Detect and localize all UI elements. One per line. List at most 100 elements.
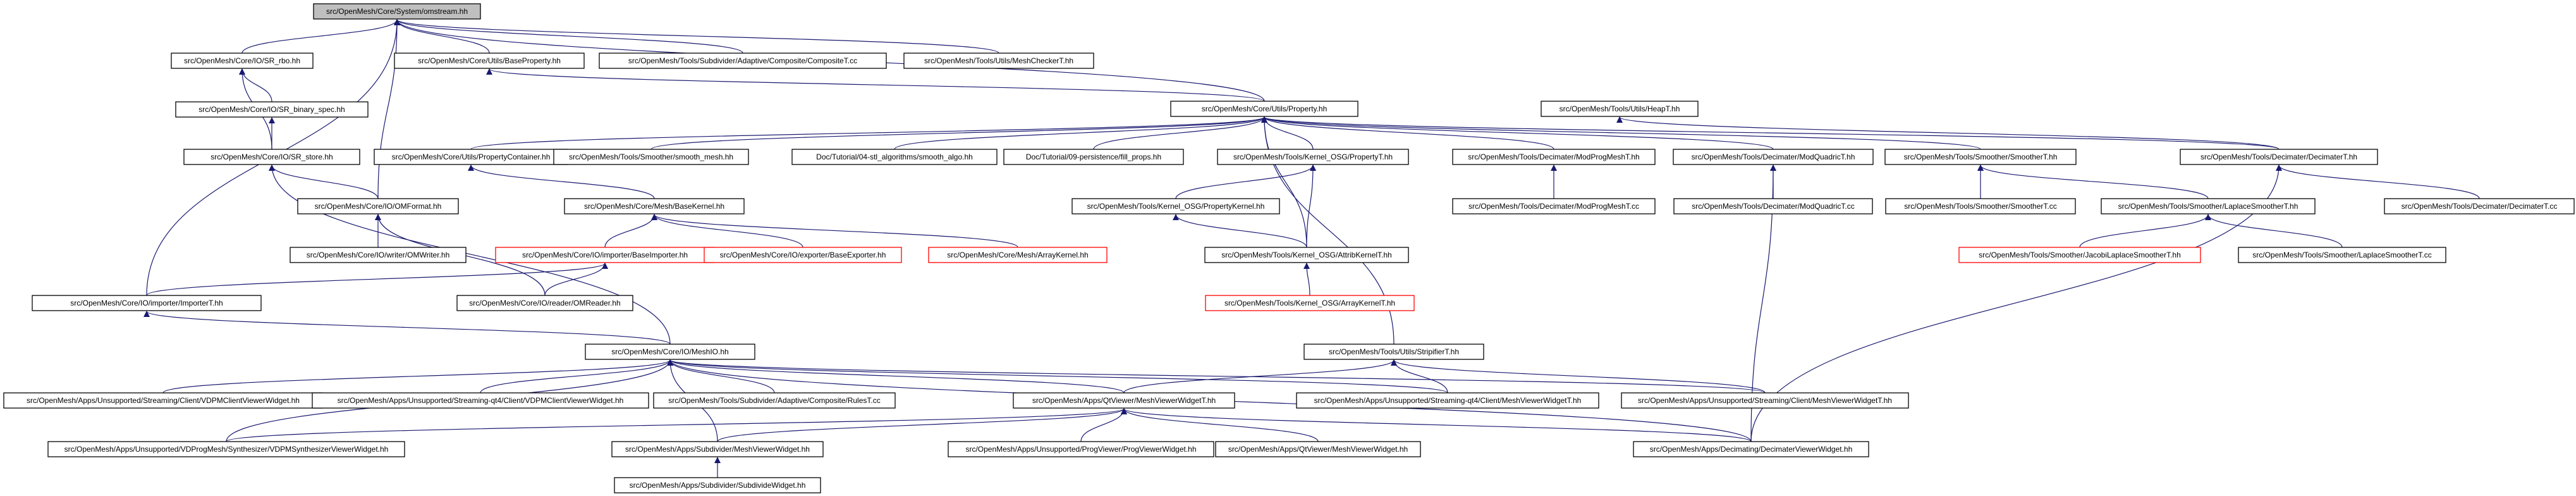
node-src-openmesh-core-io-exporter-baseexporter-hh[interactable]: src/OpenMesh/Core/IO/exporter/BaseExport… — [704, 247, 902, 263]
node-src-openmesh-core-io-omformat-hh[interactable]: src/OpenMesh/Core/IO/OMFormat.hh — [297, 198, 459, 214]
node-src-openmesh-apps-unsupported-streaming-client-meshviewerwidgett-hh[interactable]: src/OpenMesh/Apps/Unsupported/Streaming/… — [1621, 392, 1909, 409]
node-src-openmesh-core-io-sr-store-hh[interactable]: src/OpenMesh/Core/IO/SR_store.hh — [183, 149, 360, 165]
edge-client_meshviewer-to-meshio — [667, 359, 1766, 394]
node-src-openmesh-core-mesh-arraykernel-hh[interactable]: src/OpenMesh/Core/Mesh/ArrayKernel.hh — [928, 247, 1108, 263]
edge-osg_propkernel-to-osg_propertyt — [1175, 164, 1316, 199]
node-label: src/OpenMesh/Apps/QtViewer/MeshViewerWid… — [1032, 396, 1216, 405]
node-src-openmesh-tools-smoother-smoothert-cc[interactable]: src/OpenMesh/Tools/Smoother/SmootherT.cc — [1885, 198, 2076, 214]
node-label: src/OpenMesh/Tools/Decimater/ModProgMesh… — [1468, 152, 1639, 161]
node-src-openmesh-core-io-importer-importert-hh[interactable]: src/OpenMesh/Core/IO/importer/ImporterT.… — [32, 295, 262, 311]
node-label: src/OpenMesh/Tools/Subdivider/Adaptive/C… — [668, 396, 880, 405]
node-src-openmesh-tools-decimater-modprogmesht-cc[interactable]: src/OpenMesh/Tools/Decimater/ModProgMesh… — [1452, 198, 1656, 214]
edge-smoothert-to-property — [1261, 116, 1981, 150]
node-label: src/OpenMesh/Tools/Smoother/SmootherT.cc — [1904, 202, 2056, 211]
node-src-openmesh-apps-unsupported-streaming-qt4-client-vdpmclientviewerwidget-hh[interactable]: src/OpenMesh/Apps/Unsupported/Streaming-… — [312, 392, 649, 409]
node-box — [1621, 392, 1909, 409]
node-box — [1205, 295, 1415, 311]
edge-decimating_viewer-to-modquadric — [1750, 164, 1776, 442]
node-src-openmesh-tools-decimater-modquadrict-cc[interactable]: src/OpenMesh/Tools/Decimater/ModQuadricT… — [1673, 198, 1873, 214]
node-src-openmesh-tools-smoother-laplacesmoothert-hh[interactable]: src/OpenMesh/Tools/Smoother/LaplaceSmoot… — [2101, 198, 2316, 214]
node-box — [1204, 247, 1409, 263]
node-label: src/OpenMesh/Tools/Kernel_OSG/PropertyT.… — [1233, 152, 1393, 161]
node-box — [585, 344, 755, 360]
node-src-openmesh-core-utils-propertycontainer-hh[interactable]: src/OpenMesh/Core/Utils/PropertyContaine… — [374, 149, 568, 165]
node-doc-tutorial-09-persistence-fill-props-hh[interactable]: Doc/Tutorial/09-persistence/fill_props.h… — [1003, 149, 1184, 165]
edge-meshio-to-importert — [143, 311, 671, 345]
node-src-openmesh-apps-qtviewer-meshviewerwidgett-hh[interactable]: src/OpenMesh/Apps/QtViewer/MeshViewerWid… — [1013, 392, 1235, 409]
node-src-openmesh-tools-decimater-decimatert-cc[interactable]: src/OpenMesh/Tools/Decimater/DecimaterT.… — [2384, 198, 2575, 214]
edge-decimatert-to-heapt — [1616, 116, 2280, 150]
node-src-openmesh-tools-decimater-modquadrict-hh[interactable]: src/OpenMesh/Tools/Decimater/ModQuadricT… — [1673, 149, 1874, 165]
node-src-openmesh-apps-unsupported-progviewer-progviewerwidget-hh[interactable]: src/OpenMesh/Apps/Unsupported/ProgViewer… — [948, 441, 1214, 457]
node-src-openmesh-tools-decimater-modprogmesht-hh[interactable]: src/OpenMesh/Tools/Decimater/ModProgMesh… — [1452, 149, 1656, 165]
node-label: src/OpenMesh/Core/IO/importer/ImporterT.… — [70, 299, 223, 307]
node-src-openmesh-tools-utils-meshcheckert-hh[interactable]: src/OpenMesh/Tools/Utils/MeshCheckerT.hh — [903, 53, 1094, 69]
node-src-openmesh-tools-kernel-osg-propertykernel-hh[interactable]: src/OpenMesh/Tools/Kernel_OSG/PropertyKe… — [1071, 198, 1280, 214]
node-src-openmesh-apps-qtviewer-meshviewerwidget-hh[interactable]: src/OpenMesh/Apps/QtViewer/MeshViewerWid… — [1215, 441, 1421, 457]
node-src-openmesh-core-utils-baseproperty-hh[interactable]: src/OpenMesh/Core/Utils/BaseProperty.hh — [394, 53, 585, 69]
node-box — [1885, 198, 2076, 214]
edge-modquadric-to-property — [1261, 116, 1774, 150]
edge-omreader-to-baseimporter — [544, 263, 608, 296]
node-box — [297, 198, 459, 214]
node-box — [599, 53, 887, 69]
node-box — [183, 149, 360, 165]
node-box — [1170, 101, 1358, 117]
node-src-openmesh-apps-unsupported-vdprogmesh-synthesizer-vdpmsynthesizerviewerwidget-hh[interactable]: src/OpenMesh/Apps/Unsupported/VDProgMesh… — [47, 441, 405, 457]
node-src-openmesh-core-io-importer-baseimporter-hh[interactable]: src/OpenMesh/Core/IO/importer/BaseImport… — [495, 247, 715, 263]
node-box — [704, 247, 902, 263]
node-src-openmesh-apps-subdivider-subdividewidget-hh[interactable]: src/OpenMesh/Apps/Subdivider/SubdivideWi… — [614, 477, 821, 493]
node-box — [564, 198, 745, 214]
node-src-openmesh-tools-smoother-jacobilaplacesmoothert-hh[interactable]: src/OpenMesh/Tools/Smoother/JacobiLaplac… — [1958, 247, 2201, 263]
node-box — [1452, 149, 1656, 165]
node-src-openmesh-core-utils-property-hh[interactable]: src/OpenMesh/Core/Utils/Property.hh — [1170, 101, 1358, 117]
node-label: src/OpenMesh/Core/Mesh/ArrayKernel.hh — [947, 251, 1088, 259]
node-src-openmesh-core-mesh-basekernel-hh[interactable]: src/OpenMesh/Core/Mesh/BaseKernel.hh — [564, 198, 745, 214]
node-doc-tutorial-04-stl-algorithms-smooth-algo-hh[interactable]: Doc/Tutorial/04-stl_algorithms/smooth_al… — [791, 149, 998, 165]
node-src-openmesh-tools-kernel-osg-arraykernelt-hh[interactable]: src/OpenMesh/Tools/Kernel_OSG/ArrayKerne… — [1205, 295, 1415, 311]
node-box — [394, 53, 585, 69]
node-label: src/OpenMesh/Core/Utils/PropertyContaine… — [392, 152, 551, 161]
node-src-openmesh-core-io-sr-binary-spec-hh[interactable]: src/OpenMesh/Core/IO/SR_binary_spec.hh — [175, 101, 369, 118]
edge-baseexporter-to-basekernel — [651, 214, 803, 248]
node-src-openmesh-tools-smoother-smooth-mesh-hh[interactable]: src/OpenMesh/Tools/Smoother/smooth_mesh.… — [553, 149, 749, 165]
node-label: src/OpenMesh/Tools/Smoother/LaplaceSmoot… — [2118, 202, 2298, 211]
edge-omformat-to-sr_store — [269, 164, 379, 199]
node-src-openmesh-apps-decimating-decimaterviewerwidget-hh[interactable]: src/OpenMesh/Apps/Decimating/DecimaterVi… — [1633, 441, 1869, 457]
node-label: src/OpenMesh/Tools/Smoother/JacobiLaplac… — [1979, 251, 2181, 259]
node-box — [1541, 101, 1699, 117]
node-box — [1673, 149, 1874, 165]
node-src-openmesh-tools-subdivider-adaptive-composite-compositet-cc[interactable]: src/OpenMesh/Tools/Subdivider/Adaptive/C… — [599, 53, 887, 69]
node-src-openmesh-apps-subdivider-meshviewerwidget-hh[interactable]: src/OpenMesh/Apps/Subdivider/MeshViewerW… — [611, 441, 824, 457]
edge-rules_cc-to-meshio — [667, 359, 775, 394]
node-src-openmesh-core-io-writer-omwriter-hh[interactable]: src/OpenMesh/Core/IO/writer/OMWriter.hh — [290, 247, 467, 263]
node-src-openmesh-tools-decimater-decimatert-hh[interactable]: src/OpenMesh/Tools/Decimater/DecimaterT.… — [2180, 149, 2378, 165]
node-src-openmesh-tools-utils-stripifiert-hh[interactable]: src/OpenMesh/Tools/Utils/StripifierT.hh — [1303, 344, 1484, 360]
node-box — [175, 101, 369, 118]
node-src-openmesh-core-io-sr-rbo-hh[interactable]: src/OpenMesh/Core/IO/SR_rbo.hh — [171, 53, 314, 69]
node-box — [47, 441, 405, 457]
node-box — [791, 149, 998, 165]
node-src-openmesh-tools-subdivider-adaptive-composite-rulest-cc[interactable]: src/OpenMesh/Tools/Subdivider/Adaptive/C… — [653, 392, 896, 409]
node-src-openmesh-core-io-reader-omreader-hh[interactable]: src/OpenMesh/Core/IO/reader/OMReader.hh — [456, 295, 633, 311]
node-src-openmesh-tools-kernel-osg-attribkernelt-hh[interactable]: src/OpenMesh/Tools/Kernel_OSG/AttribKern… — [1204, 247, 1409, 263]
edge-laplace_hh-to-smoothert — [1977, 164, 2209, 199]
node-src-openmesh-tools-utils-heapt-hh[interactable]: src/OpenMesh/Tools/Utils/HeapT.hh — [1541, 101, 1699, 117]
edge-qtviewer_meshviewer-to-qtviewer_meshviewer_t — [1121, 408, 1319, 442]
node-src-openmesh-core-io-meshio-hh[interactable]: src/OpenMesh/Core/IO/MeshIO.hh — [585, 344, 755, 360]
node-box — [948, 441, 1214, 457]
node-src-openmesh-tools-smoother-smoothert-hh[interactable]: src/OpenMesh/Tools/Smoother/SmootherT.hh — [1884, 149, 2077, 165]
node-label: src/OpenMesh/Apps/Unsupported/ProgViewer… — [965, 445, 1196, 454]
node-box — [1013, 392, 1235, 409]
node-label: src/OpenMesh/Tools/Smoother/LaplaceSmoot… — [2252, 251, 2431, 259]
node-box — [2180, 149, 2378, 165]
node-src-openmesh-apps-unsupported-streaming-client-vdpmclientviewerwidget-hh[interactable]: src/OpenMesh/Apps/Unsupported/Streaming/… — [3, 392, 323, 409]
node-src-openmesh-tools-kernel-osg-propertyt-hh[interactable]: src/OpenMesh/Tools/Kernel_OSG/PropertyT.… — [1217, 149, 1409, 165]
node-label: src/OpenMesh/Core/System/omstream.hh — [326, 7, 468, 16]
node-box — [1452, 198, 1656, 214]
node-box — [3, 392, 323, 409]
node-label: src/OpenMesh/Tools/Utils/MeshCheckerT.hh — [924, 56, 1073, 65]
node-src-openmesh-tools-smoother-laplacesmoothert-cc[interactable]: src/OpenMesh/Tools/Smoother/LaplaceSmoot… — [2238, 247, 2446, 263]
node-src-openmesh-apps-unsupported-streaming-qt4-client-meshviewerwidgett-hh[interactable]: src/OpenMesh/Apps/Unsupported/Streaming-… — [1296, 392, 1599, 409]
